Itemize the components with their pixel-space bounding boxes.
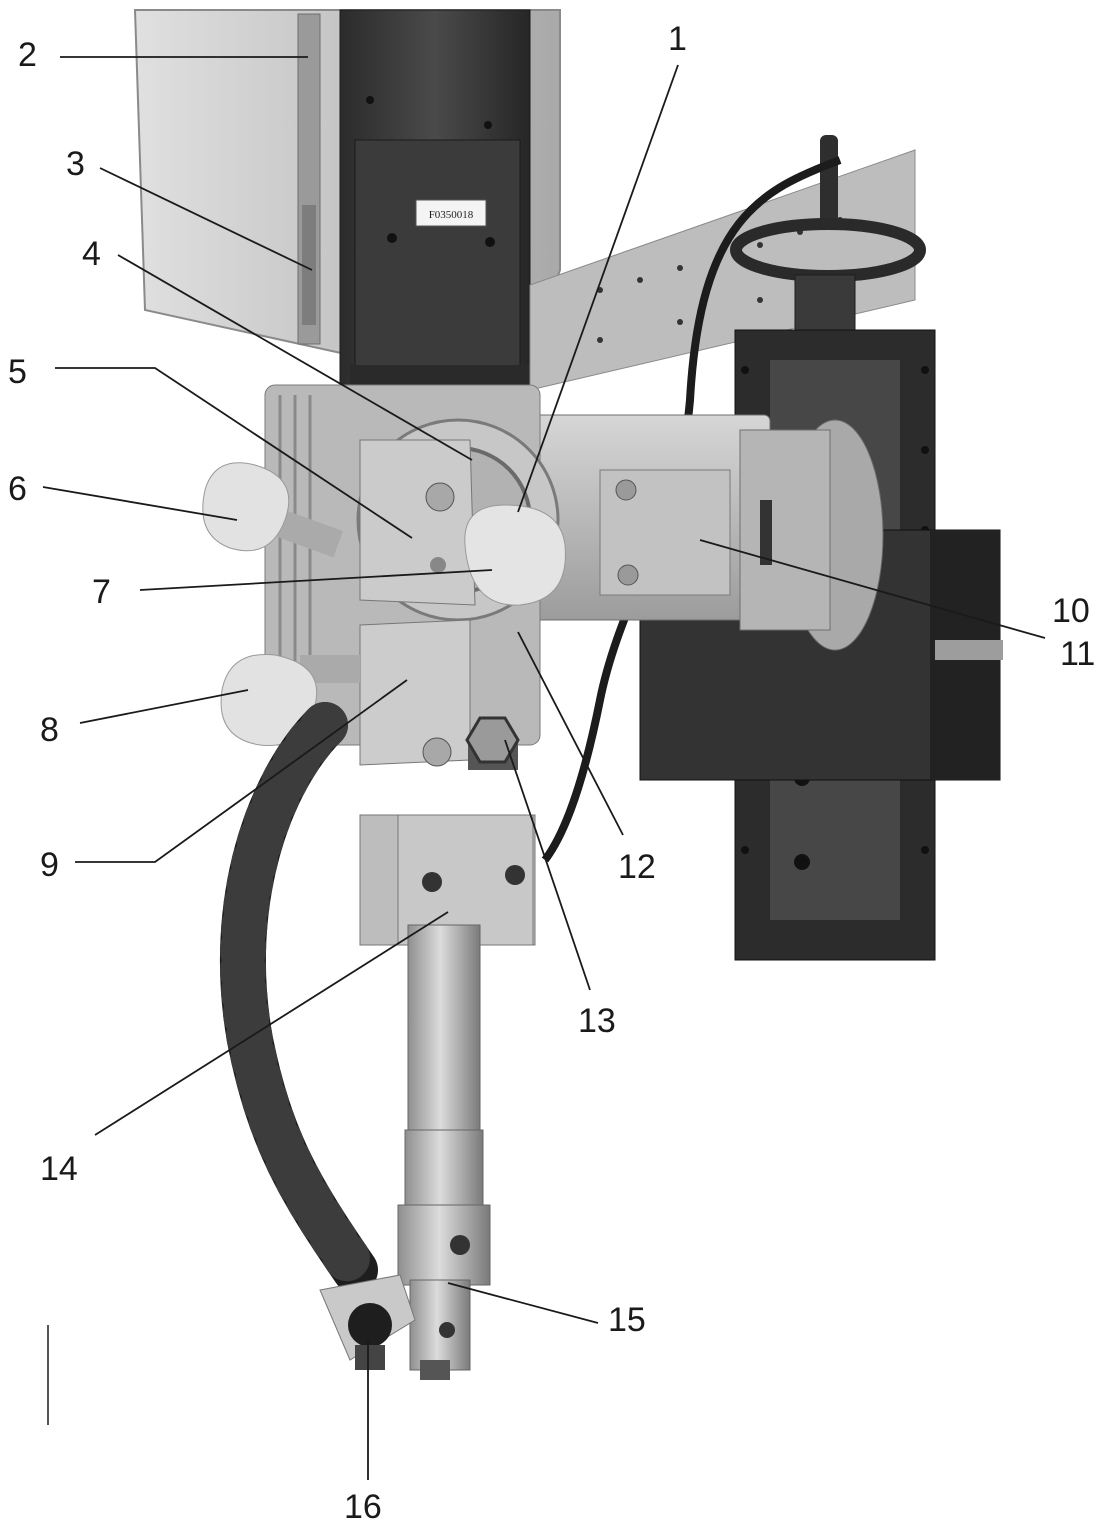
leader-line-8	[79, 689, 249, 724]
hose-ribs	[219, 702, 378, 1293]
callout-4: 4	[82, 235, 101, 273]
torch-rod	[397, 924, 491, 1380]
leader-line-6	[42, 486, 238, 521]
leader-line-14	[94, 911, 449, 1136]
callout-14: 14	[40, 1150, 78, 1188]
callout-9: 9	[40, 846, 59, 884]
leader-line-3	[99, 167, 313, 271]
callout-2: 2	[18, 36, 37, 74]
knob-lower-left	[220, 653, 360, 746]
callout-16: 16	[344, 1488, 382, 1526]
callout-7: 7	[92, 573, 111, 611]
leader-line-12	[517, 631, 624, 836]
callout-8: 8	[40, 711, 59, 749]
powder-nozzle	[319, 1274, 416, 1370]
leader-line-15	[447, 1282, 599, 1324]
callout-10: 10	[1052, 592, 1090, 630]
callout-11: 11	[1060, 635, 1096, 673]
callout-15: 15	[608, 1301, 646, 1339]
callout-3: 3	[66, 145, 85, 183]
leader-line-13	[504, 739, 591, 991]
motor-housing	[529, 414, 884, 651]
mounting-plate: F0350018	[339, 9, 531, 395]
leader-line-7	[139, 569, 493, 591]
callout-1: 1	[668, 20, 687, 58]
leader-line-10	[699, 539, 1046, 639]
dosing-block	[264, 384, 560, 770]
leader-line-9	[75, 679, 408, 863]
callout-13: 13	[578, 1002, 616, 1040]
leader-lines	[42, 56, 1046, 1480]
callout-5: 5	[8, 353, 27, 391]
callout-6: 6	[8, 470, 27, 508]
label-plate	[415, 199, 487, 227]
leader-line-1	[517, 64, 679, 513]
knob-top-left	[202, 462, 343, 558]
label-plate-text: F0350018	[429, 209, 474, 221]
knob-center	[464, 504, 566, 606]
torch-clamp	[359, 814, 536, 946]
leader-line-4	[117, 254, 473, 461]
leader-line-5	[55, 367, 413, 539]
handwheel	[730, 135, 926, 331]
callout-12: 12	[618, 848, 656, 886]
